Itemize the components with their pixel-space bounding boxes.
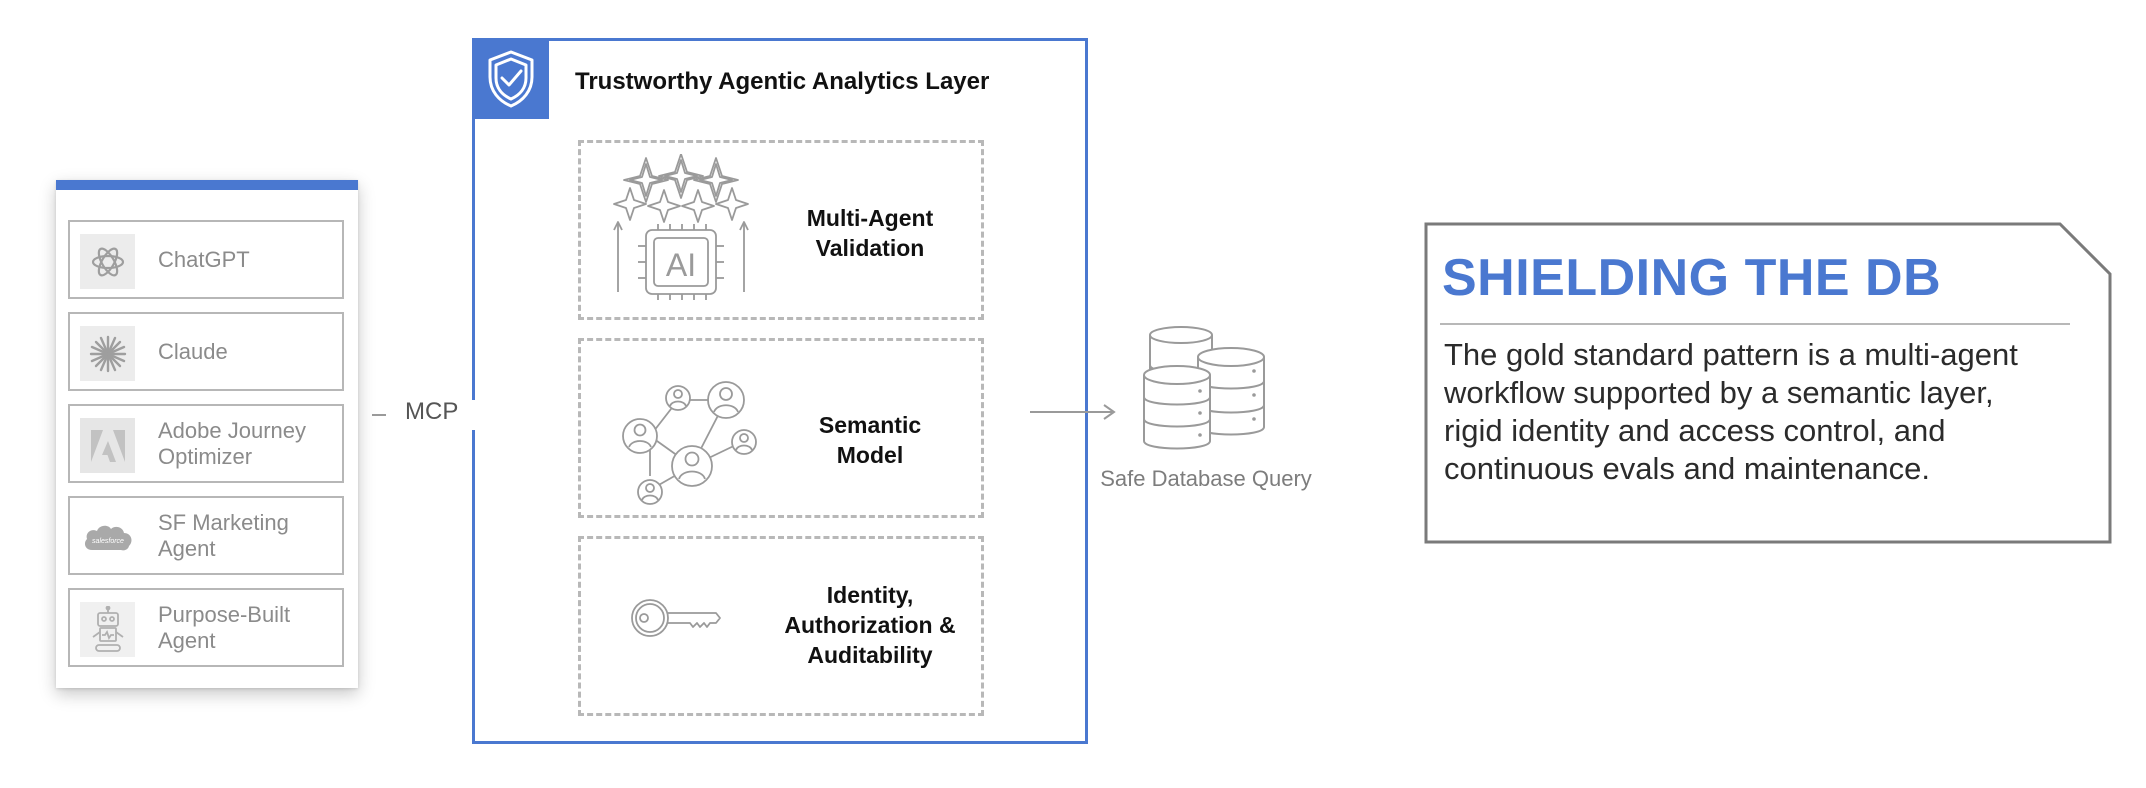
arrow-to-database (1030, 404, 1116, 420)
adobe-icon (80, 418, 135, 473)
robot-icon (80, 602, 135, 657)
key-icon (630, 594, 722, 647)
mcp-entry-gap (472, 400, 484, 430)
callout-title: SHIELDING THE DB (1442, 249, 1942, 307)
analytics-layer-frame (472, 38, 1088, 744)
agent-list-accent-bar (56, 180, 358, 190)
agent-label: Purpose-Built Agent (158, 601, 291, 653)
agent-card-sf-marketing-agent[interactable]: salesforce SF Marketing Agent (68, 496, 344, 575)
openai-icon (80, 234, 135, 289)
salesforce-logo-text: salesforce (92, 538, 124, 545)
network-icon (614, 378, 762, 513)
mcp-connector-line (372, 414, 386, 416)
agent-label: Adobe Journey Optimizer (158, 417, 306, 469)
layer-title: Trustworthy Agentic Analytics Layer (575, 68, 990, 95)
agent-card-purpose-built-agent[interactable]: Purpose-Built Agent (68, 588, 344, 667)
ai-chip-icon: AI (610, 153, 752, 305)
callout-frame (1424, 222, 2112, 544)
section-label: Semantic Model (818, 412, 922, 468)
agent-card-claude[interactable]: Claude (68, 312, 344, 391)
section-multi-agent-validation (578, 140, 984, 320)
section-label: Multi-Agent Validation (806, 205, 934, 261)
agent-label: Claude (158, 338, 228, 364)
database-icon (1140, 325, 1272, 460)
agent-label: SF Marketing Agent (158, 509, 289, 561)
section-label: Identity, Authorization & Auditability (784, 582, 956, 668)
agent-card-chatgpt[interactable]: ChatGPT (68, 220, 344, 299)
agent-list-panel: ChatGPT Claude Adobe Journey Op (56, 180, 358, 688)
agent-card-adobe-journey-optimizer[interactable]: Adobe Journey Optimizer (68, 404, 344, 483)
mcp-label: MCP (405, 398, 459, 425)
callout-body: The gold standard pattern is a multi-age… (1444, 337, 2018, 486)
ai-chip-text: AI (666, 247, 696, 283)
salesforce-icon: salesforce (80, 510, 135, 565)
agent-label: ChatGPT (158, 246, 250, 272)
claude-icon (80, 326, 135, 381)
section-identity-authorization (578, 536, 984, 716)
shield-check-icon (473, 39, 549, 119)
section-semantic-model (578, 338, 984, 518)
callout-divider (1440, 323, 2070, 325)
database-caption: Safe Database Query (1100, 466, 1312, 491)
